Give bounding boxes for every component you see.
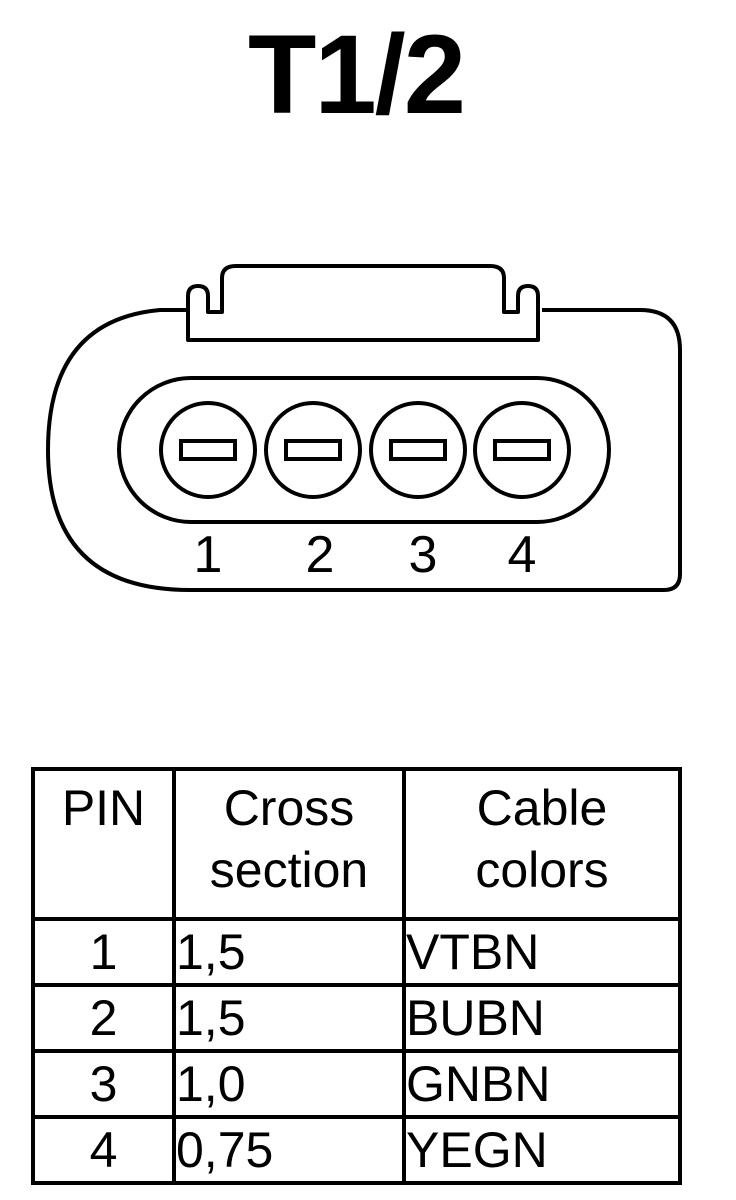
header-cable-colors: Cable colors [402, 767, 682, 921]
pin-4-contact [493, 439, 551, 461]
pin-label-4: 4 [508, 526, 537, 584]
pin-3-socket [369, 401, 467, 499]
pin-4-socket [473, 401, 571, 499]
header-pin: PIN [31, 767, 176, 921]
header-color-line1: Cable [476, 780, 608, 836]
cell-pin: 4 [31, 1115, 176, 1185]
pin-cavity [117, 376, 611, 524]
cell-pin: 1 [31, 917, 176, 987]
cell-cable-color: VTBN [402, 917, 682, 987]
connector-housing [46, 308, 682, 592]
connector-title: T1/2 [247, 12, 466, 137]
pin-3-contact [389, 439, 447, 461]
cell-pin: 3 [31, 1049, 176, 1119]
table-row: 2 1,5 BUBN [31, 983, 682, 1053]
pin-1-socket [159, 401, 257, 499]
cell-cable-color: YEGN [402, 1115, 682, 1185]
cell-cross-section: 0,75 [172, 1115, 406, 1185]
pin-2-contact [284, 439, 342, 461]
table-row: 3 1,0 GNBN [31, 1049, 682, 1119]
table-header-row: PIN Cross section Cable colors [31, 767, 682, 921]
pin-2-socket [264, 401, 362, 499]
header-cross-line1: Cross [223, 780, 355, 836]
table-row: 4 0,75 YEGN [31, 1115, 682, 1185]
pin-1-contact [179, 439, 237, 461]
pin-label-1: 1 [194, 526, 223, 584]
pin-label-3: 3 [409, 526, 438, 584]
cell-cross-section: 1,5 [172, 983, 406, 1053]
latch-outline [186, 264, 540, 342]
connector-diagram: 1 2 3 4 [46, 264, 682, 592]
header-color-line2: colors [475, 842, 609, 898]
cell-cable-color: BUBN [402, 983, 682, 1053]
table-row: 1 1,5 VTBN [31, 917, 682, 987]
cell-cross-section: 1,5 [172, 917, 406, 987]
pin-assignment-table: PIN Cross section Cable colors 1 1,5 VTB… [31, 767, 682, 1185]
header-cross-section: Cross section [172, 767, 406, 921]
cell-cross-section: 1,0 [172, 1049, 406, 1119]
header-cross-line2: section [209, 842, 369, 898]
pin-label-2: 2 [306, 526, 335, 584]
cell-cable-color: GNBN [402, 1049, 682, 1119]
cell-pin: 2 [31, 983, 176, 1053]
